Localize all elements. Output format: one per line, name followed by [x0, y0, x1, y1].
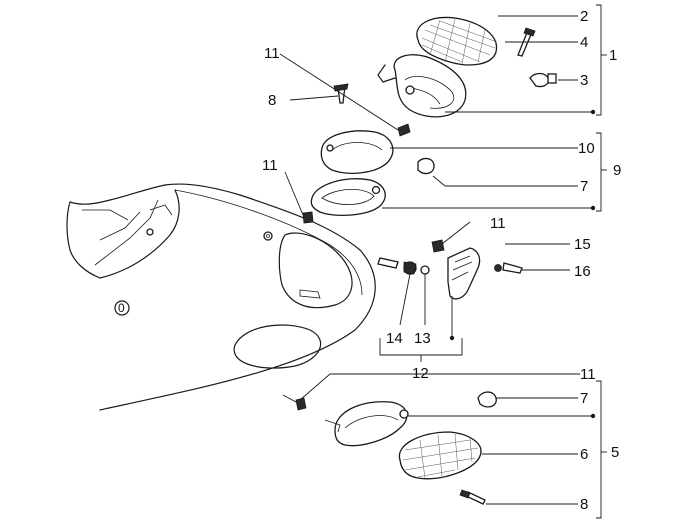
label-14: 14 — [386, 330, 403, 347]
label-16: 16 — [574, 263, 591, 280]
label-11-mid: 11 — [262, 157, 278, 174]
label-7-top: 7 — [580, 178, 588, 195]
side-lamp-assembly — [302, 83, 435, 224]
label-5: 5 — [611, 444, 619, 461]
label-8-bottom: 8 — [580, 496, 588, 513]
label-11-bracket: 11 — [490, 215, 506, 232]
badge-zero: 0 — [114, 300, 130, 316]
label-12: 12 — [412, 365, 429, 382]
badge-label: 0 — [118, 301, 125, 315]
front-right-indicator-assembly — [377, 16, 557, 137]
front-left-indicator-assembly — [295, 391, 497, 505]
leader-lines — [279, 15, 593, 505]
label-15: 15 — [574, 236, 591, 253]
label-1: 1 — [609, 47, 617, 64]
leader-dots — [449, 109, 596, 419]
group-brackets — [379, 4, 607, 519]
vehicle-body — [66, 183, 376, 411]
label-2: 2 — [580, 8, 588, 25]
label-8-top: 8 — [268, 92, 276, 109]
label-10: 10 — [578, 140, 595, 157]
label-13: 13 — [414, 330, 431, 347]
label-6: 6 — [580, 446, 588, 463]
label-3: 3 — [580, 72, 588, 89]
label-9: 9 — [613, 162, 621, 179]
label-11-top: 11 — [264, 45, 280, 62]
bracket-assembly — [377, 239, 523, 300]
label-11-bottom: 11 — [580, 366, 596, 383]
label-4: 4 — [580, 34, 588, 51]
label-7-bottom: 7 — [580, 390, 588, 407]
part-number-labels: 2 4 3 1 11 8 11 10 7 9 11 15 16 14 13 12… — [262, 8, 621, 513]
